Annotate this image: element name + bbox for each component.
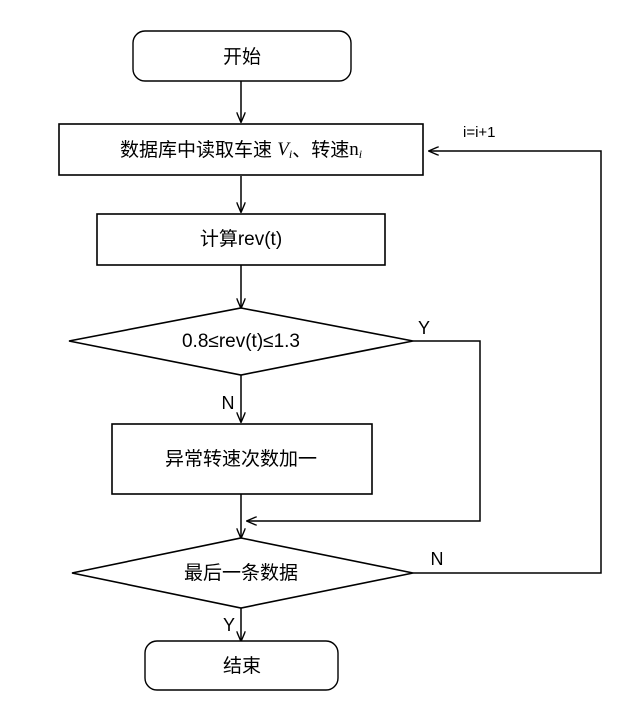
read-db-middle: 转速 xyxy=(311,139,349,161)
read-db-prefix: 数据库中读取车速 xyxy=(120,139,277,161)
connector-last-no-feedback xyxy=(413,151,602,574)
edge-label-last-yes: Y xyxy=(223,615,235,635)
node-count-abnormal[interactable] xyxy=(111,423,373,495)
node-last-record-label: 最后一条数据 xyxy=(184,562,298,584)
node-check-range-label: 0.8≤rev(t)≤1.3 xyxy=(182,331,300,352)
node-calc-rev[interactable] xyxy=(96,213,386,266)
node-count-abnormal-label: 异常转速次数加一 xyxy=(165,448,317,470)
read-db-var1-sub: i xyxy=(289,147,292,161)
connector-check-yes-bypass xyxy=(247,340,481,521)
node-calc-rev-label: 计算rev(t) xyxy=(200,228,282,250)
node-check-range[interactable] xyxy=(68,307,414,376)
node-read-database[interactable] xyxy=(58,123,424,176)
read-db-var2: n xyxy=(349,139,359,160)
read-db-var2-sub: i xyxy=(359,147,362,161)
node-start-label: 开始 xyxy=(223,46,261,68)
edge-label-increment: i=i+1 xyxy=(463,124,496,141)
node-start[interactable] xyxy=(132,30,352,82)
node-read-database-label: 数据库中读取车速 Vi、转速ni xyxy=(120,139,362,161)
edge-label-range-yes: Y xyxy=(418,318,430,338)
edge-label-range-no: N xyxy=(222,393,235,413)
node-end[interactable] xyxy=(144,640,339,691)
edge-label-last-no: N xyxy=(431,549,444,569)
read-db-separator: 、 xyxy=(292,140,311,161)
node-end-label: 结束 xyxy=(223,655,261,677)
read-db-var1: V xyxy=(277,139,291,160)
node-last-record[interactable] xyxy=(71,537,414,609)
